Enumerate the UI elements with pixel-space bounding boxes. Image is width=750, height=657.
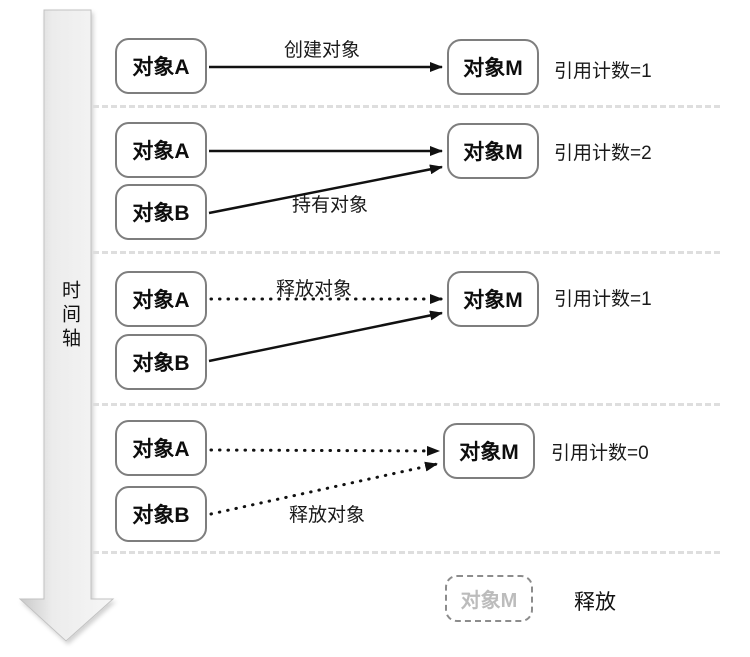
step3-object-m-label: 对象M — [463, 289, 523, 312]
step5-status-label: 释放 — [574, 591, 616, 614]
step5-object-m-label: 对象M — [460, 590, 518, 612]
step1-arrow-label: 创建对象 — [283, 40, 361, 61]
step2-object-a-box: 对象A — [115, 122, 207, 178]
step4-object-a-label: 对象A — [132, 438, 190, 461]
timeline-arrow — [18, 9, 115, 642]
step1-object-a-box: 对象A — [115, 38, 207, 94]
step4-ref-count: 引用计数=0 — [551, 443, 649, 464]
step1-object-a-label: 对象A — [132, 56, 190, 79]
step2-object-m-box: 对象M — [447, 123, 539, 179]
step3-object-b-box: 对象B — [115, 334, 207, 390]
step3-object-m-box: 对象M — [447, 271, 539, 327]
step2-object-a-label: 对象A — [132, 140, 190, 163]
timeline-label: 时间轴 — [59, 280, 80, 352]
step5-released-object-m-box: 对象M — [445, 575, 533, 622]
step3-object-a-box: 对象A — [115, 271, 207, 327]
step4-object-b-label: 对象B — [132, 504, 190, 527]
step4-object-b-box: 对象B — [115, 486, 207, 542]
step2-arrow-label: 持有对象 — [291, 195, 369, 216]
step1-object-m-box: 对象M — [447, 39, 539, 95]
separator-1 — [93, 105, 720, 108]
step4-object-m-label: 对象M — [459, 441, 519, 464]
step4-object-m-box: 对象M — [443, 423, 535, 479]
separator-4 — [93, 551, 720, 554]
step4-object-a-box: 对象A — [115, 420, 207, 476]
step2-object-b-label: 对象B — [132, 202, 190, 225]
step1-object-m-label: 对象M — [463, 57, 523, 80]
timeline-arrow-shape — [18, 9, 115, 642]
separator-2 — [93, 251, 720, 254]
step3-object-a-label: 对象A — [132, 289, 190, 312]
step4-arrow-label: 释放对象 — [288, 505, 366, 526]
step3-object-b-label: 对象B — [132, 352, 190, 375]
step3-ref-count: 引用计数=1 — [554, 289, 652, 310]
step1-ref-count: 引用计数=1 — [554, 61, 652, 82]
step3-arrow-label: 释放对象 — [275, 279, 353, 300]
step2-object-b-box: 对象B — [115, 184, 207, 240]
separator-3 — [93, 403, 720, 406]
arrow-step3-b-to-m — [208, 310, 443, 363]
arrow-step4-a-to-m-dotted — [209, 445, 441, 456]
step2-object-m-label: 对象M — [463, 141, 523, 164]
step2-ref-count: 引用计数=2 — [554, 143, 652, 164]
